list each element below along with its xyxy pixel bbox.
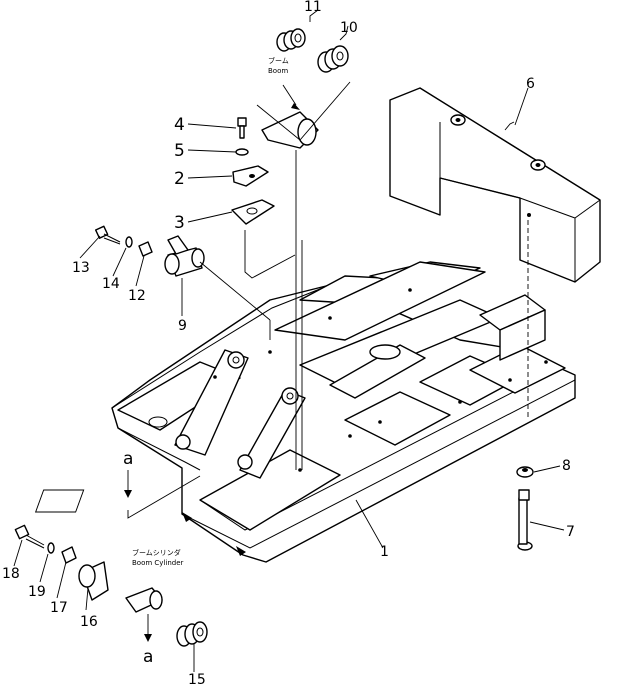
pin-9: [164, 235, 205, 277]
callout-11: 11: [304, 0, 322, 15]
callout-13: 13: [72, 260, 90, 276]
counterweight: [389, 87, 601, 283]
bolt-4: [237, 117, 247, 139]
boom-end: [261, 111, 319, 149]
cylinder-note-jp: ブームシリンダ: [132, 548, 181, 557]
shim-3: [231, 199, 275, 225]
callout-14: 14: [102, 276, 120, 292]
callout-2: 2: [174, 169, 185, 189]
bolt-13: [94, 225, 121, 245]
callout-18: 18: [2, 566, 20, 582]
washer-14: [125, 236, 133, 248]
callout-10: 10: [340, 20, 358, 36]
washer-19: [47, 542, 55, 554]
cylinder-note-en: Boom Cylinder: [132, 559, 184, 567]
callout-1: 1: [380, 544, 389, 560]
cylinder-end: [125, 587, 163, 613]
section-ref-a-lower: a: [143, 647, 153, 667]
callout-5: 5: [174, 141, 185, 161]
callout-6: 6: [526, 76, 535, 92]
boom-note-jp: ブーム: [268, 56, 289, 65]
bushing-10: [317, 45, 349, 73]
callout-17: 17: [50, 600, 68, 616]
pin-16: [78, 561, 109, 601]
callout-4: 4: [174, 115, 185, 135]
callout-3: 3: [174, 213, 185, 233]
plate-2: [232, 165, 269, 187]
bolt-18: [14, 524, 45, 549]
callout-16: 16: [80, 614, 98, 630]
callout-9: 9: [178, 318, 187, 334]
bushing-15: [176, 621, 208, 647]
washer-5: [235, 148, 249, 156]
callout-12: 12: [128, 288, 146, 304]
boom-note-en: Boom: [268, 67, 288, 75]
section-ref-a-upper: a: [123, 449, 133, 469]
collar-12: [138, 241, 153, 257]
bolt-7: [517, 489, 533, 551]
revolving-frame: [34, 261, 576, 563]
callout-15: 15: [188, 672, 206, 684]
collar-17: [61, 546, 77, 564]
callout-7: 7: [566, 524, 575, 540]
callout-19: 19: [28, 584, 46, 600]
nut-8: [516, 466, 534, 478]
bushing-11: [276, 28, 306, 52]
callout-8: 8: [562, 458, 571, 474]
